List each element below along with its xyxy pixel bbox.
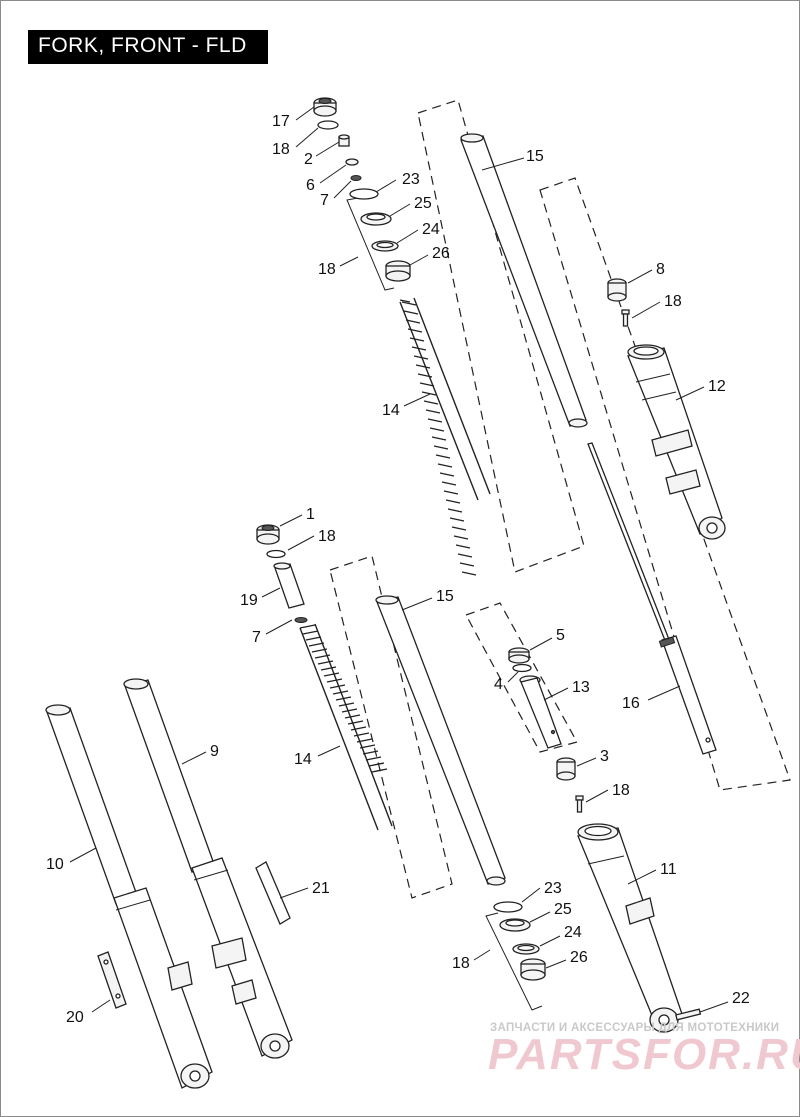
callout-1: 1 <box>306 506 315 523</box>
washer-4 <box>512 663 532 673</box>
callout-16: 16 <box>622 695 640 712</box>
bracket-seals-upper <box>346 197 395 291</box>
o-ring-upper <box>317 120 339 130</box>
bushing-3 <box>556 757 576 781</box>
callout-23: 23 <box>544 880 562 897</box>
callout-9: 9 <box>210 743 219 760</box>
callout-18: 18 <box>318 261 336 278</box>
callout-13: 13 <box>572 679 590 696</box>
nut-5 <box>508 647 530 664</box>
fork-cap-lower <box>256 524 280 545</box>
callout-3: 3 <box>600 748 609 765</box>
bushing-8 <box>607 278 627 302</box>
seal-25-upper <box>360 212 392 226</box>
callout-22: 22 <box>732 990 750 1007</box>
rod-13 <box>519 675 562 749</box>
callout-15: 15 <box>526 148 544 165</box>
callout-11: 11 <box>660 861 677 878</box>
fork-tube-lower <box>375 595 506 886</box>
diagram-title: FORK, FRONT - FLD <box>38 34 247 57</box>
fork-assembly-10 <box>45 704 213 1089</box>
callout-26: 26 <box>432 245 450 262</box>
group-box-damper <box>465 602 578 753</box>
retaining-ring-23-lower <box>493 901 523 913</box>
washer-6 <box>345 158 359 166</box>
callout-17: 17 <box>272 113 290 130</box>
callout-21: 21 <box>312 880 330 897</box>
callout-26: 26 <box>570 949 588 966</box>
bolt-18-lower <box>575 795 584 813</box>
bushing-26-lower <box>520 958 546 981</box>
bolt-22 <box>675 1008 702 1021</box>
retaining-ring-23-upper <box>349 188 379 200</box>
callout-24: 24 <box>422 221 440 238</box>
group-box-lower-tube <box>329 555 453 899</box>
callout-14: 14 <box>294 751 312 768</box>
damper-rod-16 <box>587 442 717 755</box>
callout-19: 19 <box>240 592 258 609</box>
callout-8: 8 <box>656 261 665 278</box>
callout-24: 24 <box>564 924 582 941</box>
callout-25: 25 <box>554 901 572 918</box>
slider-right-12 <box>627 344 726 540</box>
plate-21 <box>255 861 291 925</box>
callout-18: 18 <box>452 955 470 972</box>
callout-15: 15 <box>436 588 454 605</box>
fork-cap-upper <box>313 97 337 117</box>
group-box-upper-tube <box>417 99 585 573</box>
fork-tube-upper <box>460 133 588 428</box>
plate-20 <box>97 951 127 1009</box>
ring-7-lower <box>294 617 308 623</box>
fork-spring-lower <box>299 623 393 831</box>
bolt-18-right <box>621 309 630 327</box>
bushing-26-upper <box>385 260 411 282</box>
spacer-2 <box>338 134 350 147</box>
callout-5: 5 <box>556 627 565 644</box>
callout-25: 25 <box>414 195 432 212</box>
callout-18: 18 <box>318 528 336 545</box>
slider-right-11 <box>577 823 683 1033</box>
spacer-19 <box>273 562 305 609</box>
group-box-right-slider <box>539 177 791 791</box>
callout-6: 6 <box>306 177 315 194</box>
watermark-tagline: ЗАПЧАСТИ И АКСЕССУАРЫ ДЛЯ МОТОТЕХНИКИ <box>490 1022 780 1034</box>
fork-assembly-9 <box>123 678 293 1059</box>
callout-14: 14 <box>382 402 400 419</box>
callout-23: 23 <box>402 171 420 188</box>
ring-7-upper <box>350 175 362 181</box>
bracket-seals-lower <box>485 912 543 1011</box>
callout-7: 7 <box>320 192 329 209</box>
callout-20: 20 <box>66 1009 84 1026</box>
callout-2: 2 <box>304 151 313 168</box>
callout-18: 18 <box>272 141 290 158</box>
callout-18: 18 <box>664 293 682 310</box>
callout-4: 4 <box>494 676 503 693</box>
callout-18: 18 <box>612 782 630 799</box>
watermark-logo: PARTSFOR.RU <box>488 1030 800 1079</box>
title-bar: FORK, FRONT - FLD <box>28 30 268 64</box>
seal-25-lower <box>499 918 531 932</box>
callout-12: 12 <box>708 378 726 395</box>
washer-24-upper <box>371 240 399 252</box>
fork-spring-upper <box>399 297 491 576</box>
callout-10: 10 <box>46 856 64 873</box>
callout-7: 7 <box>252 629 261 646</box>
o-ring-lower <box>266 549 286 559</box>
washer-24-lower <box>512 943 540 955</box>
